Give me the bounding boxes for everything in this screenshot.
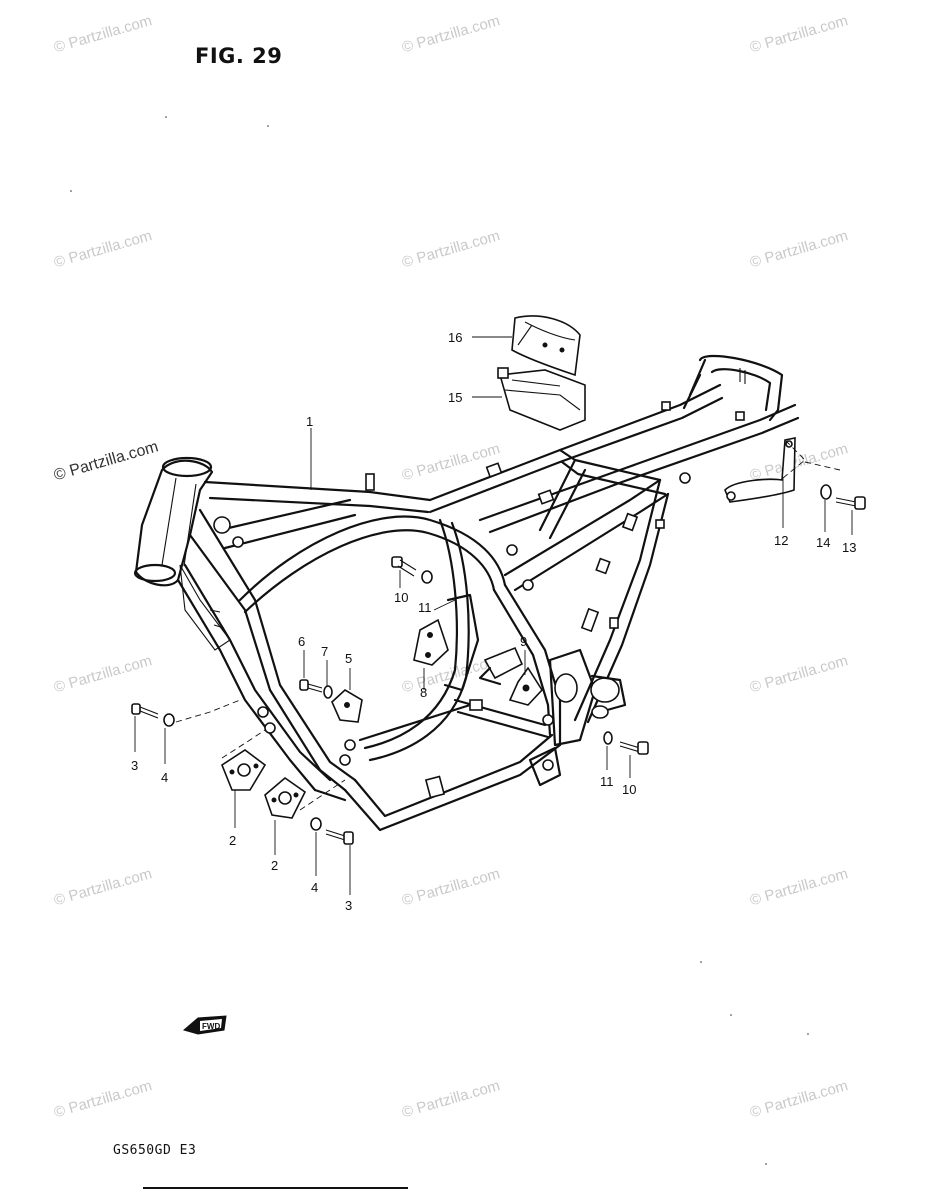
- figure-title: FIG. 29: [195, 44, 283, 68]
- part-12-stay: [724, 437, 796, 503]
- part-5-bracket: [331, 689, 363, 723]
- part-10-bolt-upper: [391, 556, 417, 577]
- part-2-plate-b: [264, 776, 307, 819]
- callout-10-upper: 10: [394, 590, 408, 605]
- callout-3-lower: 3: [345, 898, 352, 913]
- part-13-bolt: [835, 496, 866, 510]
- callout-14: 14: [816, 535, 830, 550]
- part-4-washer-left: [163, 713, 175, 727]
- part-14-washer: [820, 484, 832, 500]
- part-6-bolt: [299, 679, 323, 693]
- part-11-washer-upper: [421, 570, 433, 584]
- callout-9: 9: [520, 634, 527, 649]
- part-4-washer-lower: [310, 817, 322, 831]
- callout-2-b: 2: [271, 858, 278, 873]
- callout-2-a: 2: [229, 833, 236, 848]
- callout-15: 15: [448, 390, 462, 405]
- callout-4-left: 4: [161, 770, 168, 785]
- callout-3-left: 3: [131, 758, 138, 773]
- part-16-bracket: [511, 315, 581, 377]
- callout-7: 7: [321, 644, 328, 659]
- part-10-bolt-lower: [619, 741, 649, 755]
- callout-5: 5: [345, 651, 352, 666]
- callout-11-upper: 11: [418, 600, 432, 615]
- part-3-bolt-left: [131, 703, 159, 719]
- callout-13: 13: [842, 540, 856, 555]
- part-3-bolt-lower: [325, 829, 354, 845]
- part-2-plate-a: [221, 749, 267, 791]
- part-15-tray: [497, 367, 586, 431]
- fwd-arrow-icon: FWD: [182, 1015, 227, 1035]
- callout-8: 8: [420, 685, 427, 700]
- callout-10-lower: 10: [622, 782, 636, 797]
- callout-11-lower: 11: [600, 774, 614, 789]
- leader-lines: [134, 336, 853, 895]
- part-11-washer-lower: [603, 731, 613, 745]
- part-9-bracket: [508, 666, 544, 706]
- part-8-bracket: [413, 618, 449, 666]
- fwd-label: FWD: [202, 1022, 220, 1031]
- model-code: GS650GD E3: [113, 1143, 197, 1158]
- frame-assembly: [133, 354, 800, 832]
- callout-4-lower: 4: [311, 880, 318, 895]
- callout-labels: 16 15 1 12 14 13 10 11 9 6 7 5 8 3 4 2 2…: [131, 330, 856, 913]
- callout-16: 16: [448, 330, 462, 345]
- part-7-washer: [323, 685, 333, 699]
- callout-6: 6: [298, 634, 305, 649]
- callout-12: 12: [774, 533, 788, 548]
- callout-1: 1: [306, 414, 313, 429]
